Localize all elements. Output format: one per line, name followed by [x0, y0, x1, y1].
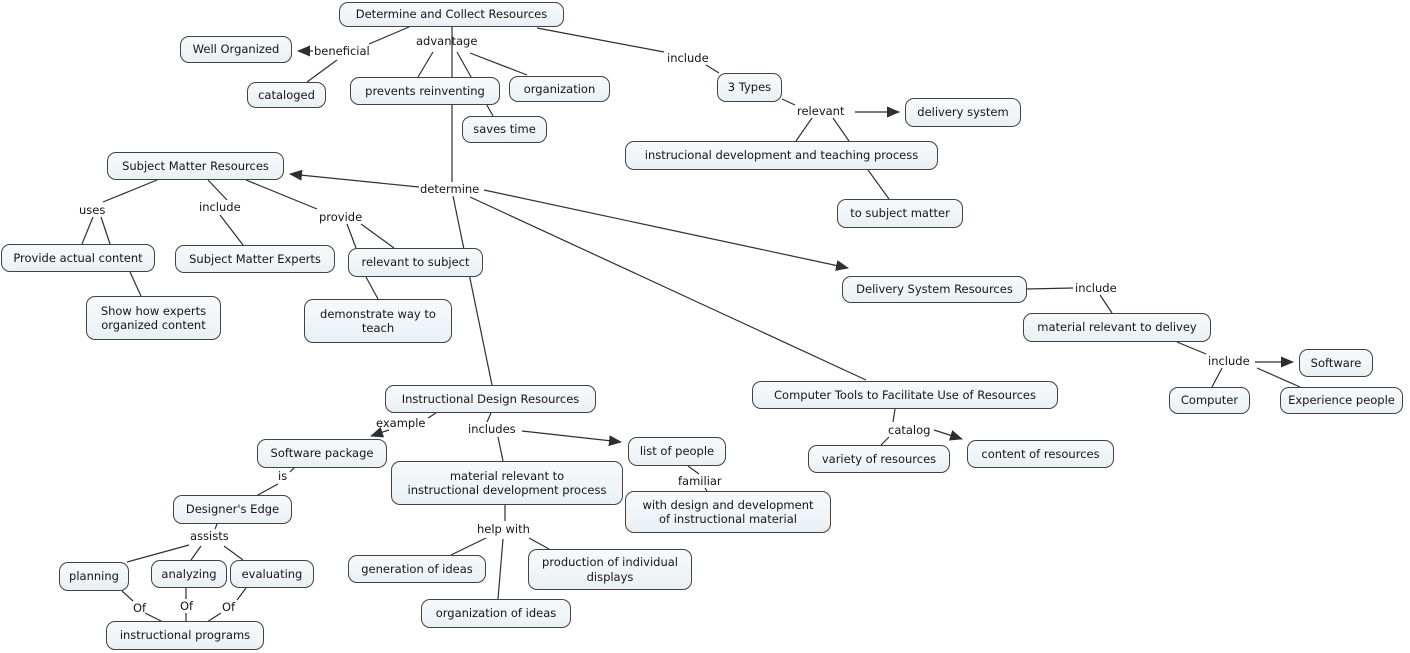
- link-label-include-dsr2[interactable]: include: [1208, 354, 1250, 368]
- node-relevant-to-subject[interactable]: relevant to subject: [348, 248, 483, 277]
- node-material-relevant-to-instructional-development-process[interactable]: material relevant to instructional devel…: [391, 461, 623, 505]
- node-planning[interactable]: planning: [59, 562, 129, 591]
- node-well-organized[interactable]: Well Organized: [180, 36, 292, 63]
- link-label-beneficial[interactable]: beneficial: [314, 44, 370, 58]
- link-label-provide[interactable]: provide: [319, 210, 363, 224]
- node-determine-and-collect-resources[interactable]: Determine and Collect Resources: [339, 2, 564, 27]
- node-subject-matter-resources[interactable]: Subject Matter Resources: [107, 152, 284, 180]
- node-with-design-and-development-of-instructional-material[interactable]: with design and development of instructi…: [625, 491, 831, 533]
- link-label-help-with[interactable]: help with: [477, 522, 530, 536]
- link-label-include-smr[interactable]: include: [199, 200, 241, 214]
- link-label-is[interactable]: is: [278, 469, 288, 483]
- node-instructional-programs[interactable]: instructional programs: [106, 621, 264, 650]
- link-label-familiar[interactable]: familiar: [678, 474, 722, 488]
- node-demonstrate-way-to-teach[interactable]: demonstrate way to teach: [304, 299, 452, 343]
- link-label-include-dsr[interactable]: include: [1075, 281, 1117, 295]
- node-organization[interactable]: organization: [509, 76, 610, 102]
- node-software[interactable]: Software: [1299, 349, 1373, 377]
- link-label-determine[interactable]: determine: [420, 182, 480, 196]
- link-label-relevant[interactable]: relevant: [797, 104, 845, 118]
- node-instructional-design-resources[interactable]: Instructional Design Resources: [385, 385, 596, 413]
- node-prevents-reinventing[interactable]: prevents reinventing: [350, 77, 500, 105]
- node-provide-actual-content[interactable]: Provide actual content: [1, 244, 155, 272]
- link-label-includes[interactable]: includes: [468, 422, 516, 436]
- node-designers-edge[interactable]: Designer's Edge: [173, 495, 292, 524]
- node-list-of-people[interactable]: list of people: [628, 437, 726, 466]
- node-delivery-system-resources[interactable]: Delivery System Resources: [842, 276, 1027, 303]
- node-3-types[interactable]: 3 Types: [717, 73, 782, 102]
- node-delivery-system[interactable]: delivery system: [905, 98, 1021, 127]
- node-show-how-experts-organized-content[interactable]: Show how experts organized content: [86, 296, 221, 340]
- node-computer[interactable]: Computer: [1169, 387, 1250, 414]
- node-software-package[interactable]: Software package: [257, 439, 387, 468]
- node-analyzing[interactable]: analyzing: [151, 560, 227, 588]
- node-variety-of-resources[interactable]: variety of resources: [808, 445, 950, 473]
- node-material-relevant-to-delivey[interactable]: material relevant to delivey: [1023, 313, 1211, 342]
- link-label-of-3[interactable]: Of: [222, 600, 236, 614]
- link-label-of-1[interactable]: Of: [133, 601, 147, 615]
- link-label-catalog[interactable]: catalog: [888, 423, 931, 437]
- node-content-of-resources[interactable]: content of resources: [967, 440, 1114, 468]
- node-evaluating[interactable]: evaluating: [230, 560, 314, 588]
- link-label-assists[interactable]: assists: [190, 529, 229, 543]
- node-computer-tools-to-facilitate-use-of-resources[interactable]: Computer Tools to Facilitate Use of Reso…: [752, 381, 1058, 409]
- link-label-include-top[interactable]: include: [667, 51, 709, 65]
- node-production-of-individual-displays[interactable]: production of individual displays: [528, 549, 692, 590]
- link-label-advantage[interactable]: advantage: [416, 34, 478, 48]
- node-experience-people[interactable]: Experience people: [1280, 387, 1403, 414]
- link-label-uses[interactable]: uses: [79, 203, 106, 217]
- link-label-of-2[interactable]: Of: [180, 599, 194, 613]
- node-saves-time[interactable]: saves time: [462, 116, 547, 143]
- node-subject-matter-experts[interactable]: Subject Matter Experts: [175, 245, 335, 273]
- link-label-example[interactable]: example: [376, 416, 426, 430]
- node-cataloged[interactable]: cataloged: [247, 82, 326, 108]
- node-instrucional-development-and-teaching-process[interactable]: instrucional development and teaching pr…: [625, 141, 938, 170]
- node-to-subject-matter[interactable]: to subject matter: [837, 199, 963, 228]
- node-generation-of-ideas[interactable]: generation of ideas: [348, 555, 486, 583]
- node-organization-of-ideas[interactable]: organization of ideas: [421, 599, 571, 628]
